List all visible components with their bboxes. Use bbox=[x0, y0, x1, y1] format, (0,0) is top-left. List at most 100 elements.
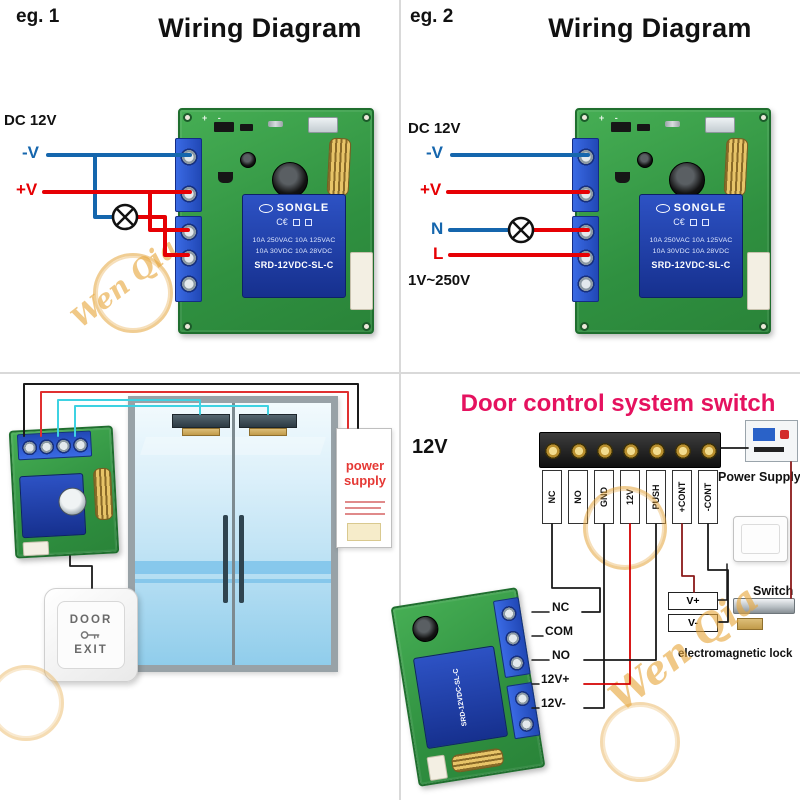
relay-rating-ac: 10A 250VAC 10A 125VAC bbox=[252, 237, 336, 244]
eg2-positive-label: +V bbox=[420, 180, 442, 199]
header-socket bbox=[350, 252, 373, 310]
horizontal-divider bbox=[0, 372, 800, 374]
relay-rating-ac: 10A 250VAC 10A 125VAC bbox=[649, 237, 733, 244]
relay-brand: SONGLE bbox=[276, 202, 330, 214]
panel-eg1: eg. 1 Wiring Diagram DC 12V -V +V + - bbox=[0, 0, 400, 372]
mounting-hole bbox=[759, 322, 768, 331]
maglock-right-plate bbox=[249, 428, 287, 436]
switch-plate-inner bbox=[741, 524, 780, 554]
header-socket bbox=[22, 540, 50, 557]
pairing-button bbox=[705, 117, 735, 133]
electrolytic-capacitor bbox=[410, 614, 441, 644]
electromagnetic-lock-bar bbox=[733, 598, 795, 614]
polarity-silkscreen: + - bbox=[202, 113, 225, 123]
transistor bbox=[218, 172, 233, 183]
eg2-load-voltage: 1V~250V bbox=[408, 272, 471, 289]
power-terminal-block bbox=[572, 138, 599, 212]
cert-logo bbox=[292, 218, 300, 226]
antenna-coil bbox=[92, 467, 114, 521]
ic-chip bbox=[214, 122, 234, 132]
relay-rating-dc: 10A 30VDC 10A 28VDC bbox=[652, 247, 730, 255]
cert-logo bbox=[304, 218, 312, 226]
panel-eg1-tag: eg. 1 bbox=[16, 6, 60, 27]
diode bbox=[665, 121, 680, 127]
strip-label-minuscont: -CONT bbox=[698, 470, 718, 524]
electrolytic-capacitor bbox=[272, 162, 308, 198]
connector bbox=[754, 447, 784, 452]
exit-button-plate: DOOR EXIT bbox=[57, 601, 125, 669]
door-handle-left bbox=[223, 515, 228, 603]
control-title: Door control system switch bbox=[460, 390, 776, 417]
eg2-supply-label: DC 12V bbox=[408, 120, 461, 137]
cert-logo bbox=[689, 218, 697, 226]
relay-pin-nc: NC bbox=[552, 600, 570, 614]
mounting-hole bbox=[759, 113, 768, 122]
mounting-hole bbox=[580, 322, 589, 331]
eg1-supply-label: DC 12V bbox=[4, 112, 57, 129]
exit-button-line2: EXIT bbox=[74, 644, 108, 656]
cqc-logo bbox=[655, 203, 670, 213]
header-socket bbox=[747, 252, 770, 310]
ce-mark: C€ bbox=[673, 217, 685, 227]
switch-terminal-vminus: V- bbox=[668, 614, 718, 632]
maglock-left bbox=[172, 414, 230, 428]
label-line bbox=[345, 501, 385, 503]
power-supply-label: Power Supply bbox=[718, 470, 800, 484]
relay-module-board: SRD-12VDC-SL-C bbox=[390, 587, 546, 787]
relay-module-board bbox=[8, 425, 120, 559]
watermark-circle bbox=[0, 665, 64, 741]
watermark-circle bbox=[583, 486, 667, 570]
terminal-block bbox=[492, 596, 531, 679]
antenna-coil bbox=[326, 137, 352, 197]
polarity-silkscreen: + - bbox=[599, 113, 622, 123]
strip-label-nc: NC bbox=[542, 470, 562, 524]
cert-logo bbox=[701, 218, 709, 226]
controller-terminal-strip bbox=[539, 432, 721, 468]
power-supply-box: power supply bbox=[336, 428, 392, 548]
panel-control: Door control system switch 12V NC NO GND… bbox=[390, 373, 800, 800]
antenna-coil bbox=[723, 137, 749, 197]
relay-model: SRD-12VDC-SL-C bbox=[651, 260, 731, 271]
relay-model: SRD-12VDC-SL-C bbox=[254, 260, 334, 271]
exit-button-line1: DOOR bbox=[69, 614, 113, 626]
capacitor-small bbox=[637, 152, 653, 168]
mounting-hole bbox=[580, 113, 589, 122]
relay-pin-12vminus: 12V- bbox=[541, 696, 566, 710]
relay-rating-dc: 10A 30VDC 10A 28VDC bbox=[255, 247, 333, 255]
eg1-negative-label: -V bbox=[22, 143, 39, 162]
electrolytic-capacitor bbox=[669, 162, 705, 198]
maglock-left-plate bbox=[182, 428, 220, 436]
terminal-block bbox=[506, 681, 541, 740]
relay-brand-row: SONGLE bbox=[243, 202, 345, 214]
relay-model: SRD-12VDC-SL-C bbox=[452, 667, 469, 727]
relay-pin-no: NO bbox=[552, 648, 570, 662]
panel-eg2-tag: eg. 2 bbox=[410, 6, 454, 27]
switch-plate bbox=[733, 516, 788, 562]
songle-relay: SONGLE C€ 10A 250VAC 10A 125VAC 10A 30VD… bbox=[639, 194, 743, 298]
label-line bbox=[345, 513, 385, 515]
relay-module-board: + - SONGLE C€ 10A 250VAC 1 bbox=[572, 108, 771, 334]
key-icon bbox=[80, 631, 100, 639]
pairing-button bbox=[308, 117, 338, 133]
mounting-hole bbox=[362, 322, 371, 331]
eg2-neutral-label: N bbox=[431, 219, 444, 238]
led bbox=[780, 430, 789, 439]
terminal-block bbox=[16, 430, 93, 461]
glass-double-door bbox=[128, 396, 338, 672]
vertical-divider bbox=[399, 0, 401, 800]
watermark-circle bbox=[93, 253, 173, 333]
relay-module-board: + - SONGLE C€ 10A 250VAC 1 bbox=[175, 108, 374, 334]
mounting-hole bbox=[183, 113, 192, 122]
mounting-hole bbox=[183, 322, 192, 331]
relay-pin-com: COM bbox=[545, 624, 573, 638]
ic-chip bbox=[637, 124, 650, 131]
watermark-circle bbox=[600, 702, 680, 782]
label-line bbox=[345, 507, 381, 509]
relay-cert-marks: C€ bbox=[640, 217, 742, 227]
relay-output-terminal-block bbox=[572, 216, 599, 302]
relay-brand-row: SONGLE bbox=[640, 202, 742, 214]
relay-cert-marks: C€ bbox=[243, 217, 345, 227]
door-handle-right bbox=[239, 515, 244, 603]
transformer bbox=[753, 428, 775, 441]
